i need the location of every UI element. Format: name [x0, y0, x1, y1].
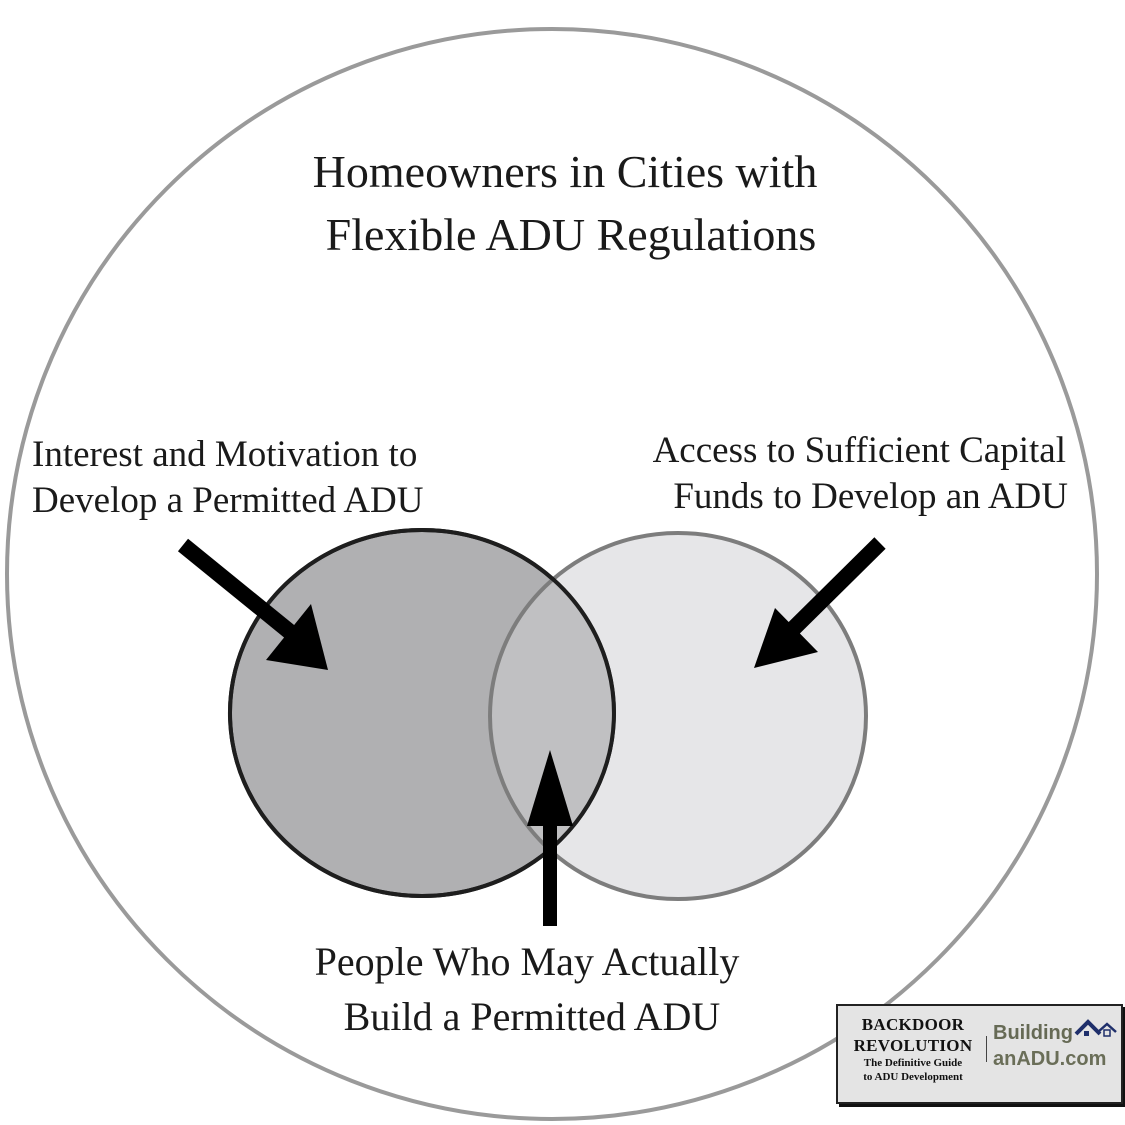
book-title-line-1: BACKDOOR: [861, 1015, 965, 1034]
left-set-label-line-2: Develop a Permitted ADU: [32, 480, 424, 521]
book-title-line-2: REVOLUTION: [853, 1036, 973, 1055]
intersection-region: [490, 533, 614, 896]
right-set-label-line-1: Access to Sufficient Capital: [653, 430, 1066, 471]
intersection-label-line-1: People Who May Actually: [315, 939, 740, 984]
publisher-logo: BACKDOOR REVOLUTION The Definitive Guide…: [836, 1004, 1123, 1104]
book-subtitle-line-1: The Definitive Guide: [863, 1057, 963, 1069]
outer-circle: [5, 27, 1099, 1121]
book-logo: BACKDOOR REVOLUTION The Definitive Guide…: [842, 1014, 984, 1084]
title-line-2: Flexible ADU Regulations: [326, 209, 817, 260]
logo-divider: [986, 1036, 987, 1062]
site-logo: Building anADU.com: [993, 1020, 1123, 1072]
right-set-outline: [488, 531, 614, 896]
site-name-line-2: anADU.com: [993, 1048, 1107, 1070]
book-subtitle-line-2: to ADU Development: [863, 1071, 963, 1083]
center-arrow: [527, 750, 573, 926]
site-name-line-1: Building: [993, 1022, 1073, 1044]
intersection-label-line-2: Build a Permitted ADU: [344, 994, 721, 1039]
house-icon: [1074, 1019, 1117, 1037]
right-set-label-line-2: Funds to Develop an ADU: [673, 476, 1068, 517]
left-set-label-line-1: Interest and Motivation to: [32, 434, 417, 475]
left-arrow: [177, 538, 328, 670]
title-line-1: Homeowners in Cities with: [313, 146, 818, 197]
right-arrow: [754, 537, 886, 668]
